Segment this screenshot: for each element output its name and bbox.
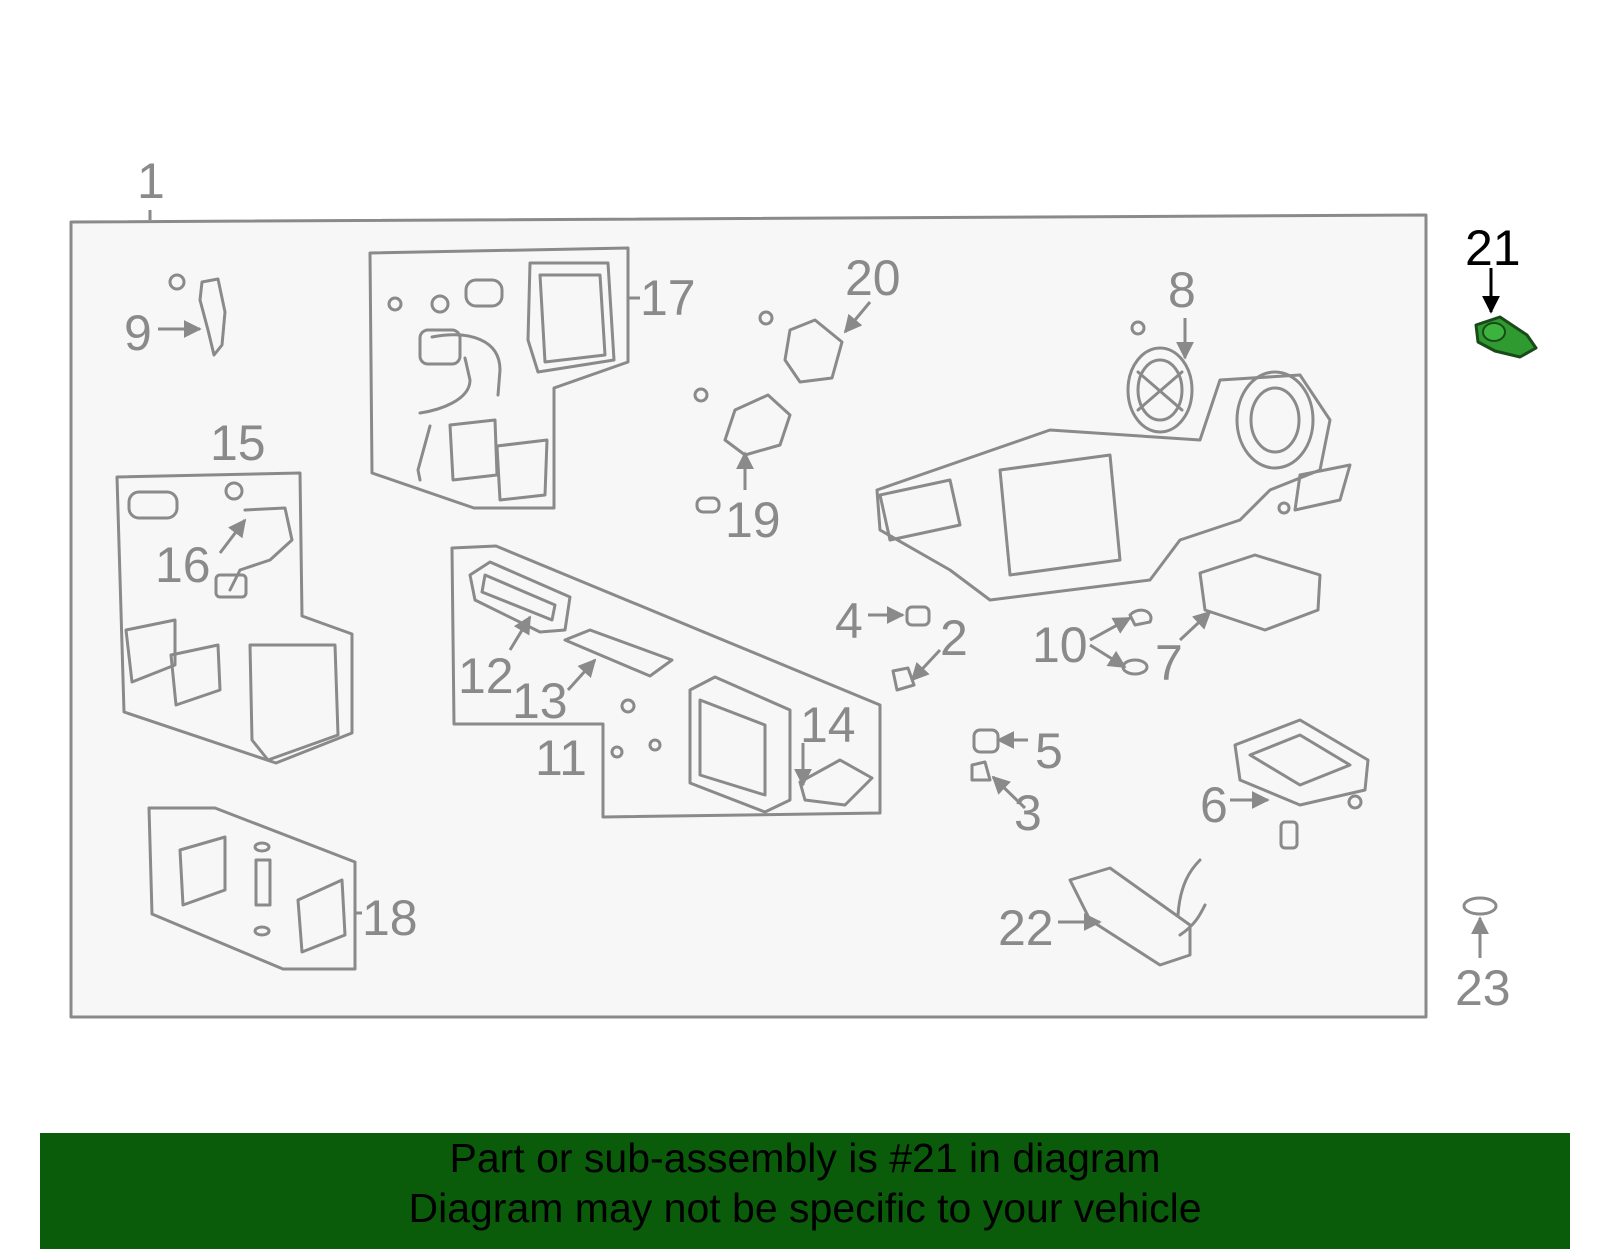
panel-18 (147, 806, 357, 971)
callout-8: 8 (1168, 262, 1196, 318)
callout-9: 9 (124, 305, 152, 361)
notice-line-2: Diagram may not be specific to your vehi… (408, 1185, 1202, 1231)
seal-parts-18 (178, 835, 347, 954)
bracket-part-9 (168, 273, 227, 357)
callout-5: 5 (1035, 723, 1063, 779)
callout-22: 22 (998, 900, 1054, 956)
callout-7: 7 (1155, 635, 1183, 691)
callout-23: 23 (1455, 960, 1511, 1016)
callout-11: 11 (535, 730, 587, 786)
callout-6: 6 (1200, 777, 1228, 833)
evap-parts-11-14 (468, 560, 874, 814)
callout-16: 16 (155, 537, 211, 593)
callout-15: 15 (210, 415, 266, 471)
callout-21: 21 (1465, 220, 1521, 276)
callout-20: 20 (845, 250, 901, 306)
callout-labels: 1 2 3 4 5 6 7 8 9 10 11 12 13 14 15 16 1… (124, 153, 1521, 1016)
case-part-6 (1233, 718, 1370, 850)
callout-10: 10 (1032, 617, 1088, 673)
callout-12: 12 (458, 648, 514, 704)
callout-14: 14 (800, 697, 856, 753)
notice-line-1: Part or sub-assembly is #21 in diagram (449, 1135, 1161, 1181)
hose-assembly-15 (124, 481, 340, 762)
grommet-part-4 (905, 605, 931, 627)
actuator-part-19 (693, 387, 792, 514)
callout-1: 1 (137, 153, 165, 209)
highlighted-part-21 (1474, 315, 1538, 359)
grommet-part-23 (1462, 896, 1498, 916)
fastener-part-2 (891, 666, 916, 692)
heater-unit (875, 320, 1352, 632)
notice-banner: Part or sub-assembly is #21 in diagram D… (40, 1133, 1570, 1249)
hose-assembly-17 (387, 261, 616, 502)
callout-4: 4 (835, 593, 863, 649)
fastener-part-3 (970, 760, 992, 782)
callout-18: 18 (362, 890, 418, 946)
callout-3: 3 (1014, 785, 1042, 841)
callout-2: 2 (940, 610, 968, 666)
leader-arrows (158, 268, 1500, 958)
callout-19: 19 (725, 492, 781, 548)
callout-17: 17 (640, 270, 696, 326)
parts-diagram: 1 2 3 4 5 6 7 8 9 10 11 12 13 14 15 16 1… (69, 153, 1538, 1019)
callout-13: 13 (512, 673, 568, 729)
actuator-part-20 (758, 310, 844, 384)
